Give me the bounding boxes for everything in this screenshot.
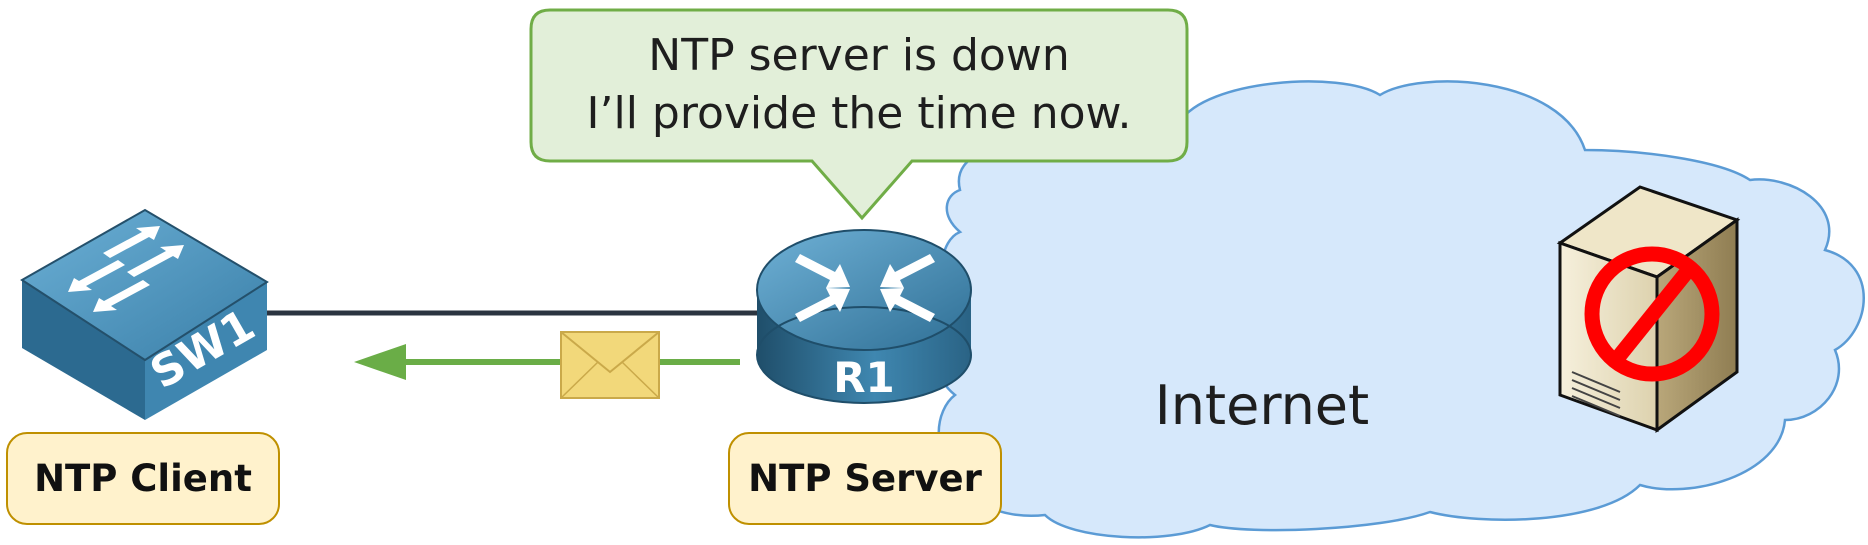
callout-bubble: NTP server is down I’ll provide the time… [529,8,1189,221]
cloud-label: Internet [1155,374,1369,437]
server-vent-lines [1571,371,1621,417]
envelope-icon [560,331,660,399]
label-ntp-client: NTP Client [6,432,280,525]
callout-line-1: NTP server is down [648,30,1069,81]
router-top [756,229,972,351]
router-r1[interactable]: R1 [756,229,972,404]
callout-line-2: I’ll provide the time now. [587,88,1132,139]
ntp-server-down[interactable] [1556,185,1741,433]
label-ntp-server: NTP Server [728,432,1002,525]
arrow-head-icon [354,344,406,380]
switch-right-face [145,282,267,420]
router-name: R1 [833,353,895,402]
router-arrows-icon [795,254,935,322]
callout-shape [529,8,1189,221]
ntp-reply-arrow [354,344,740,380]
switch-sw1[interactable]: SW1 [20,208,269,420]
label-ntp-client-text: NTP Client [34,457,252,500]
switch-arrows-icon [68,226,184,312]
switch-left-face [22,280,145,420]
label-ntp-server-text: NTP Server [748,457,982,500]
prohibited-icon [1584,246,1720,382]
router-base-outline [756,306,972,404]
